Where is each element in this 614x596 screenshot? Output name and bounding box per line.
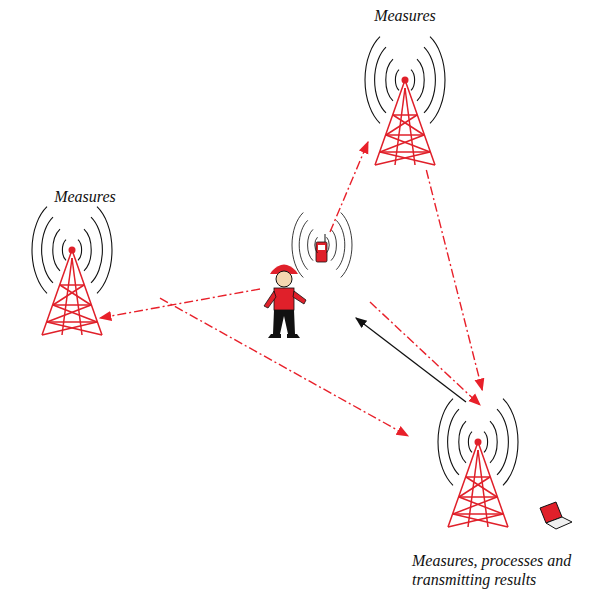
tower-label: Measures (14, 187, 156, 206)
tower-label: Measures (334, 6, 476, 25)
tower-symbol (375, 77, 435, 166)
tower-node: Measures (330, 2, 480, 170)
signal-arrow (370, 302, 480, 405)
tower-node: Measures (10, 183, 160, 330)
radio-waves (292, 213, 352, 278)
tower-symbol (42, 247, 102, 336)
laptop-symbol (540, 502, 572, 529)
signal-arrow (100, 289, 260, 318)
signal-connector (160, 298, 408, 436)
signal-arrow (330, 142, 368, 232)
tower-label: Measures, processes and transmitting res… (412, 551, 604, 589)
result-arrow (356, 318, 466, 402)
phone-symbol (316, 234, 327, 262)
tower-symbol (448, 439, 508, 528)
tower-node: Measures, processes and transmitting res… (408, 390, 608, 593)
signal-connector (426, 170, 482, 390)
person-figure (264, 265, 306, 339)
